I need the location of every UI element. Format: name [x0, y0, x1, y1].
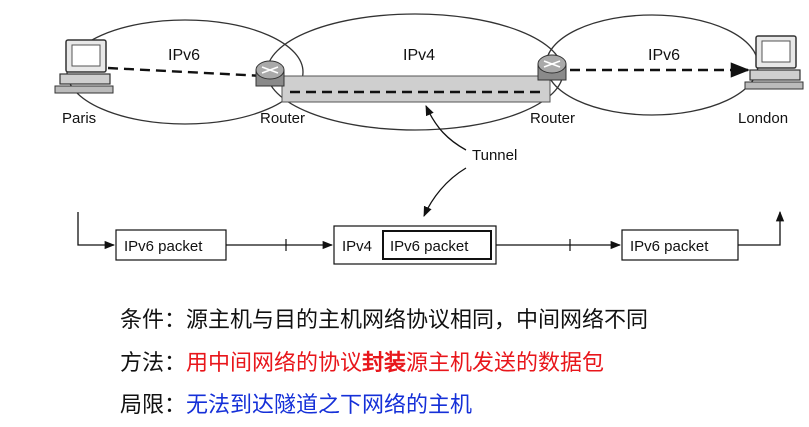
note-method: 方法：用中间网络的协议封装源主机发送的数据包 — [120, 342, 800, 385]
tunnel-pipe — [281, 75, 551, 103]
tunnel-arrow-down — [423, 167, 467, 217]
ipv4-network — [266, 13, 564, 131]
tunnel-label: Tunnel — [472, 147, 517, 164]
packet-label: IPv6 packet — [124, 238, 203, 255]
note-text-before: 用中间网络的协议 — [186, 351, 363, 376]
note-limitation: 局限：无法到达隧道之下网络的主机 — [120, 385, 800, 427]
network-label-left: IPv6 — [168, 47, 200, 64]
note-key: 方法： — [120, 351, 187, 376]
inner-packet-label: IPv6 packet — [390, 238, 469, 255]
encapsulated-packet: IPv4 IPv6 packet — [333, 225, 497, 265]
notes: 条件：源主机与目的主机网络协议相同，中间网络不同 方法：用中间网络的协议封装源主… — [120, 300, 800, 427]
ipv6-path-left — [107, 66, 265, 78]
note-text-after: 源主机发送的数据包 — [406, 351, 605, 376]
note-key: 条件： — [120, 308, 187, 333]
note-condition: 条件：源主机与目的主机网络协议相同，中间网络不同 — [120, 300, 800, 342]
note-text: 源主机与目的主机网络协议相同，中间网络不同 — [186, 308, 649, 333]
node-label-router-left: Router — [260, 110, 305, 127]
network-label-middle: IPv4 — [403, 47, 435, 64]
node-label-router-right: Router — [530, 110, 575, 127]
router-icon — [255, 60, 285, 87]
network-label-right: IPv6 — [648, 47, 680, 64]
ipv4-header-label: IPv4 — [342, 238, 372, 255]
ipv6-network-right — [545, 14, 759, 116]
packet-flow-end — [738, 210, 785, 246]
ipv6-packet-source: IPv6 packet — [115, 229, 227, 261]
computer-icon — [54, 39, 114, 94]
packet-label: IPv6 packet — [630, 238, 709, 255]
computer-icon — [744, 35, 804, 90]
note-text: 无法到达隧道之下网络的主机 — [186, 393, 473, 418]
node-label-paris: Paris — [62, 110, 96, 127]
note-key: 局限： — [120, 393, 187, 418]
ipv6-packet-destination: IPv6 packet — [621, 229, 739, 261]
note-emphasis: 封装 — [362, 350, 407, 376]
router-icon — [537, 54, 567, 81]
packet-flow-start — [77, 212, 116, 250]
tunnel-arrow-up — [425, 105, 467, 151]
node-label-london: London — [738, 110, 788, 127]
